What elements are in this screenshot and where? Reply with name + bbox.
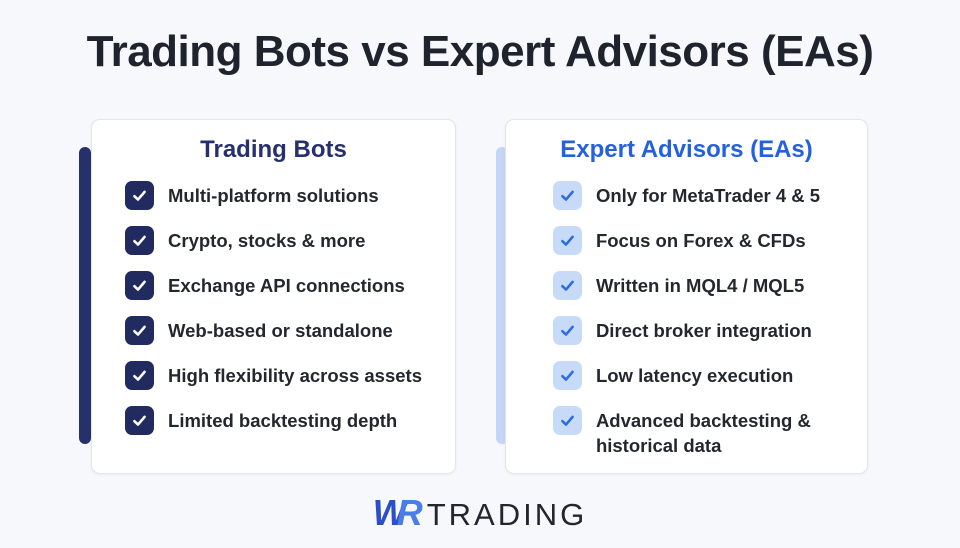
- checklist-item: Web-based or standalone: [125, 316, 422, 345]
- checkbox-checked-icon: [125, 316, 155, 345]
- checklist-item: Exchange API connections: [125, 271, 422, 300]
- check-icon: [133, 280, 146, 291]
- checklist-item-label: Written in MQL4 / MQL5: [595, 275, 805, 296]
- check-icon: [561, 235, 574, 246]
- card-expert-advisors: Expert Advisors (EAs) Only for MetaTrade…: [505, 119, 868, 474]
- logo-wr-monogram: WR: [372, 492, 423, 534]
- check-icon: [561, 190, 574, 201]
- checklist-expert-advisors: Only for MetaTrader 4 & 5 Focus on Forex…: [552, 181, 821, 458]
- checklist-item: Limited backtesting depth: [125, 406, 422, 435]
- checklist-item-label: Crypto, stocks & more: [168, 230, 366, 251]
- logo-letter-r: R: [396, 492, 423, 533]
- left-card-accent-bar: [79, 147, 91, 444]
- checklist-item-label: Limited backtesting depth: [168, 410, 398, 431]
- checkbox-checked-icon: [552, 271, 582, 300]
- checklist-item-label: Multi-platform solutions: [168, 185, 379, 206]
- checklist-item-label: Low latency execution: [595, 365, 794, 386]
- checklist-item-label: Focus on Forex & CFDs: [595, 230, 806, 251]
- check-icon: [561, 370, 574, 381]
- card-title-expert-advisors: Expert Advisors (EAs): [560, 136, 813, 163]
- check-icon: [133, 370, 146, 381]
- checklist-trading-bots: Multi-platform solutions Crypto, stocks …: [125, 181, 422, 435]
- checkbox-checked-icon: [125, 271, 155, 300]
- checklist-item-label: Exchange API connections: [168, 275, 405, 296]
- checklist-item: High flexibility across assets: [125, 361, 422, 390]
- checklist-item: Advanced backtesting & historical data: [552, 406, 820, 458]
- check-icon: [561, 415, 574, 426]
- logo-letter-w: W: [372, 492, 407, 533]
- checklist-item-label: High flexibility across assets: [168, 365, 422, 386]
- checklist-item: Only for MetaTrader 4 & 5: [552, 181, 821, 210]
- checkbox-checked-icon: [552, 316, 582, 345]
- checklist-item-label: Advanced backtesting & historical data: [595, 410, 811, 456]
- checklist-item-label: Web-based or standalone: [168, 320, 393, 341]
- checkbox-checked-icon: [552, 406, 582, 435]
- checkbox-checked-icon: [552, 361, 582, 390]
- page-title: Trading Bots vs Expert Advisors (EAs): [86, 27, 874, 76]
- check-icon: [133, 235, 146, 246]
- brand-logo: WR TRADING: [0, 492, 960, 534]
- card-trading-bots: Trading Bots Multi-platform solutions Cr…: [91, 119, 456, 474]
- checklist-item: Written in MQL4 / MQL5: [552, 271, 820, 300]
- checklist-item: Crypto, stocks & more: [125, 226, 422, 255]
- check-icon: [561, 280, 574, 291]
- checklist-item: Multi-platform solutions: [125, 181, 422, 210]
- check-icon: [561, 325, 574, 336]
- checkbox-checked-icon: [552, 181, 582, 210]
- checkbox-checked-icon: [125, 226, 155, 255]
- card-title-trading-bots: Trading Bots: [200, 136, 347, 163]
- checklist-item: Direct broker integration: [552, 316, 820, 345]
- checkbox-checked-icon: [125, 361, 155, 390]
- check-icon: [133, 415, 146, 426]
- checklist-item-label: Only for MetaTrader 4 & 5: [595, 185, 821, 206]
- check-icon: [133, 190, 146, 201]
- checklist-item-label: Direct broker integration: [595, 320, 812, 341]
- checklist-item: Focus on Forex & CFDs: [552, 226, 820, 255]
- logo-trading-text: TRADING: [426, 497, 588, 532]
- checkbox-checked-icon: [125, 406, 155, 435]
- checkbox-checked-icon: [125, 181, 155, 210]
- checklist-item: Low latency execution: [552, 361, 820, 390]
- checkbox-checked-icon: [552, 226, 582, 255]
- check-icon: [133, 325, 146, 336]
